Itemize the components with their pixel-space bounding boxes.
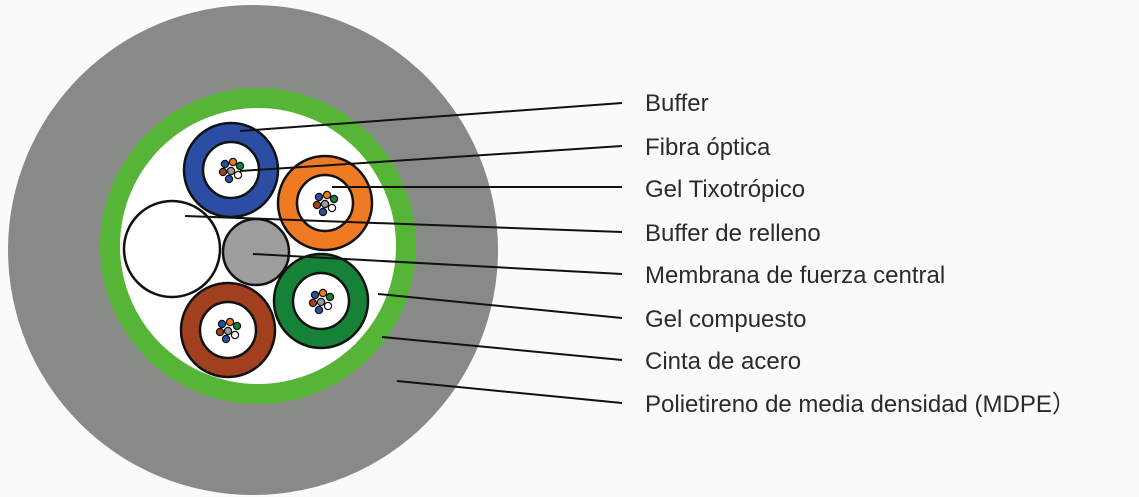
optical-fiber	[218, 167, 228, 177]
loose-tube-brown	[179, 281, 277, 379]
optical-fiber	[226, 166, 236, 176]
label-buffer-de-relleno: Buffer de relleno	[645, 220, 821, 247]
label-gel-tixotropico: Gel Tixotrópico	[645, 176, 805, 203]
leader-fibra	[239, 145, 623, 172]
optical-fiber	[325, 292, 335, 302]
optical-fiber	[312, 200, 322, 210]
optical-fiber	[314, 192, 324, 202]
optical-fiber	[230, 330, 240, 340]
optical-fiber	[308, 298, 318, 308]
label-buffer: Buffer	[645, 90, 709, 117]
optical-fiber	[310, 290, 320, 300]
optical-fiber	[215, 327, 225, 337]
optical-fiber	[314, 305, 324, 315]
optical-fiber	[221, 334, 231, 344]
optical-fiber	[235, 161, 245, 171]
loose-tube-orange	[276, 154, 374, 252]
optical-fiber	[329, 194, 339, 204]
loose-tube-blue	[182, 121, 280, 219]
optical-fiber	[225, 317, 235, 327]
optical-fiber	[318, 288, 328, 298]
leader-cinta	[381, 336, 623, 361]
optical-fiber	[327, 203, 337, 213]
optical-fiber	[318, 207, 328, 217]
leader-buffer-relleno	[184, 215, 623, 233]
optical-fiber	[233, 170, 243, 180]
label-fibra-optica: Fibra óptica	[645, 134, 771, 161]
optical-fiber	[224, 174, 234, 184]
optical-fiber	[223, 326, 233, 336]
optical-fiber	[323, 301, 333, 311]
optical-fiber	[320, 199, 330, 209]
optical-fiber	[228, 157, 238, 167]
leader-gel-compuesto	[377, 293, 623, 319]
loose-tube-green	[272, 252, 370, 350]
label-cinta-de-acero: Cinta de acero	[645, 348, 801, 375]
label-gel-compuesto: Gel compuesto	[645, 306, 806, 333]
label-mdpe: Polietireno de media densidad (MDPE）	[645, 391, 1076, 418]
optical-fiber	[232, 321, 242, 331]
optical-fiber	[220, 159, 230, 169]
optical-fiber	[316, 297, 326, 307]
central-strength-member	[221, 217, 291, 287]
leader-buffer	[239, 102, 623, 132]
filler-buffer	[122, 199, 222, 299]
optical-fiber	[217, 319, 227, 329]
optical-fiber	[322, 190, 332, 200]
label-membrana-fuerza-central: Membrana de fuerza central	[645, 262, 945, 289]
leader-membrana	[252, 253, 623, 275]
leader-mdpe	[396, 380, 623, 404]
